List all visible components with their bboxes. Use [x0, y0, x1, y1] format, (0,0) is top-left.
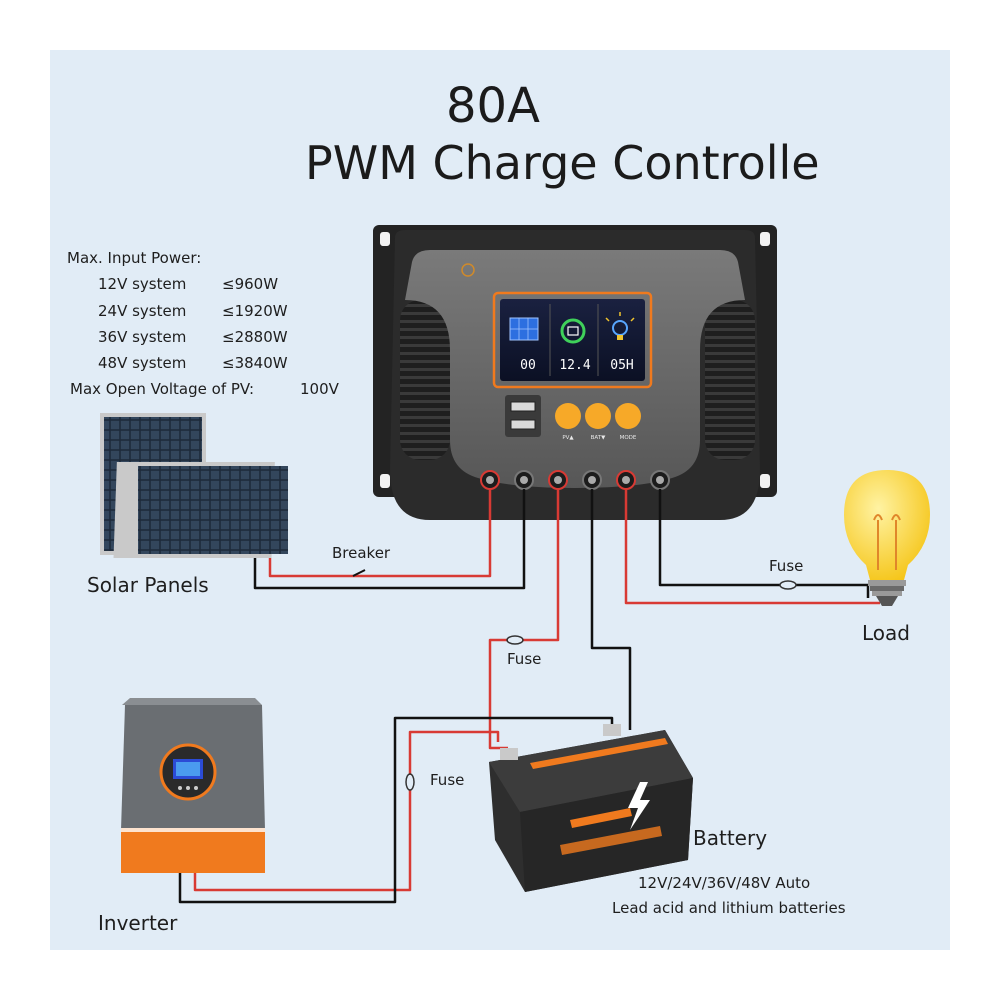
- lcd-battery-value: 12.4: [559, 358, 590, 373]
- light-bulb: [844, 470, 930, 606]
- terminal-pv-negative[interactable]: [514, 470, 534, 490]
- spec-system-12v: 12V system: [98, 275, 187, 293]
- spec-open-voltage-label: Max Open Voltage of PV:: [70, 380, 255, 398]
- fuse-battery-symbol: [506, 635, 524, 645]
- terminal-pv-positive[interactable]: [480, 470, 500, 490]
- spec-power-36v: ≤2880W: [222, 328, 288, 346]
- battery-down-button-label: BAT▼: [591, 435, 606, 441]
- fuse-inverter-label: Fuse: [430, 771, 465, 789]
- inverter-device: [121, 698, 265, 873]
- spec-power-48v: ≤3840W: [222, 354, 288, 372]
- pv-panel-icon: [509, 317, 539, 341]
- wires: [178, 489, 880, 904]
- usb-ports[interactable]: [505, 395, 541, 437]
- load-label: Load: [862, 621, 910, 645]
- spec-open-voltage-value: 100V: [300, 380, 339, 398]
- terminal-battery-negative[interactable]: [582, 470, 602, 490]
- terminal-battery-positive[interactable]: [548, 470, 568, 490]
- lcd-load-value: 05H: [610, 358, 633, 373]
- mode-button[interactable]: [615, 403, 641, 429]
- battery-cycle-icon: [560, 318, 586, 344]
- spec-system-36v: 36V system: [98, 328, 187, 346]
- spec-heading: Max. Input Power:: [67, 249, 202, 267]
- mode-button-label: MODE: [620, 435, 637, 441]
- fuse-inverter-symbol: [405, 773, 415, 791]
- solar-panels-label: Solar Panels: [87, 573, 209, 597]
- breaker-label: Breaker: [332, 544, 391, 562]
- fuse-load-label: Fuse: [769, 557, 804, 575]
- battery-down-button[interactable]: [585, 403, 611, 429]
- pv-up-button-label: PV▲: [562, 435, 574, 441]
- battery-device: [489, 724, 693, 892]
- inverter-label: Inverter: [98, 911, 178, 935]
- charge-controller: 00 12.4 05H PV▲ BAT▼ MODE: [373, 225, 777, 520]
- fuse-battery-label: Fuse: [507, 650, 542, 668]
- lcd-pv-value: 00: [520, 358, 536, 373]
- terminal-load-positive[interactable]: [616, 470, 636, 490]
- spec-system-48v: 48V system: [98, 354, 187, 372]
- pv-up-button[interactable]: [555, 403, 581, 429]
- spec-power-24v: ≤1920W: [222, 302, 288, 320]
- title-product-name: PWM Charge Controlle: [305, 136, 820, 190]
- battery-label: Battery: [693, 826, 768, 850]
- solar-panel-front: [113, 462, 288, 558]
- title-current-rating: 80A: [446, 78, 540, 134]
- fuse-load-symbol: [779, 580, 797, 590]
- battery-types-label: Lead acid and lithium batteries: [612, 899, 846, 917]
- spec-power-12v: ≤960W: [222, 275, 279, 293]
- load-bulb-icon: [605, 312, 635, 340]
- battery-voltage-label: 12V/24V/36V/48V Auto: [638, 874, 811, 892]
- terminal-load-negative[interactable]: [650, 470, 670, 490]
- spec-system-24v: 24V system: [98, 302, 187, 320]
